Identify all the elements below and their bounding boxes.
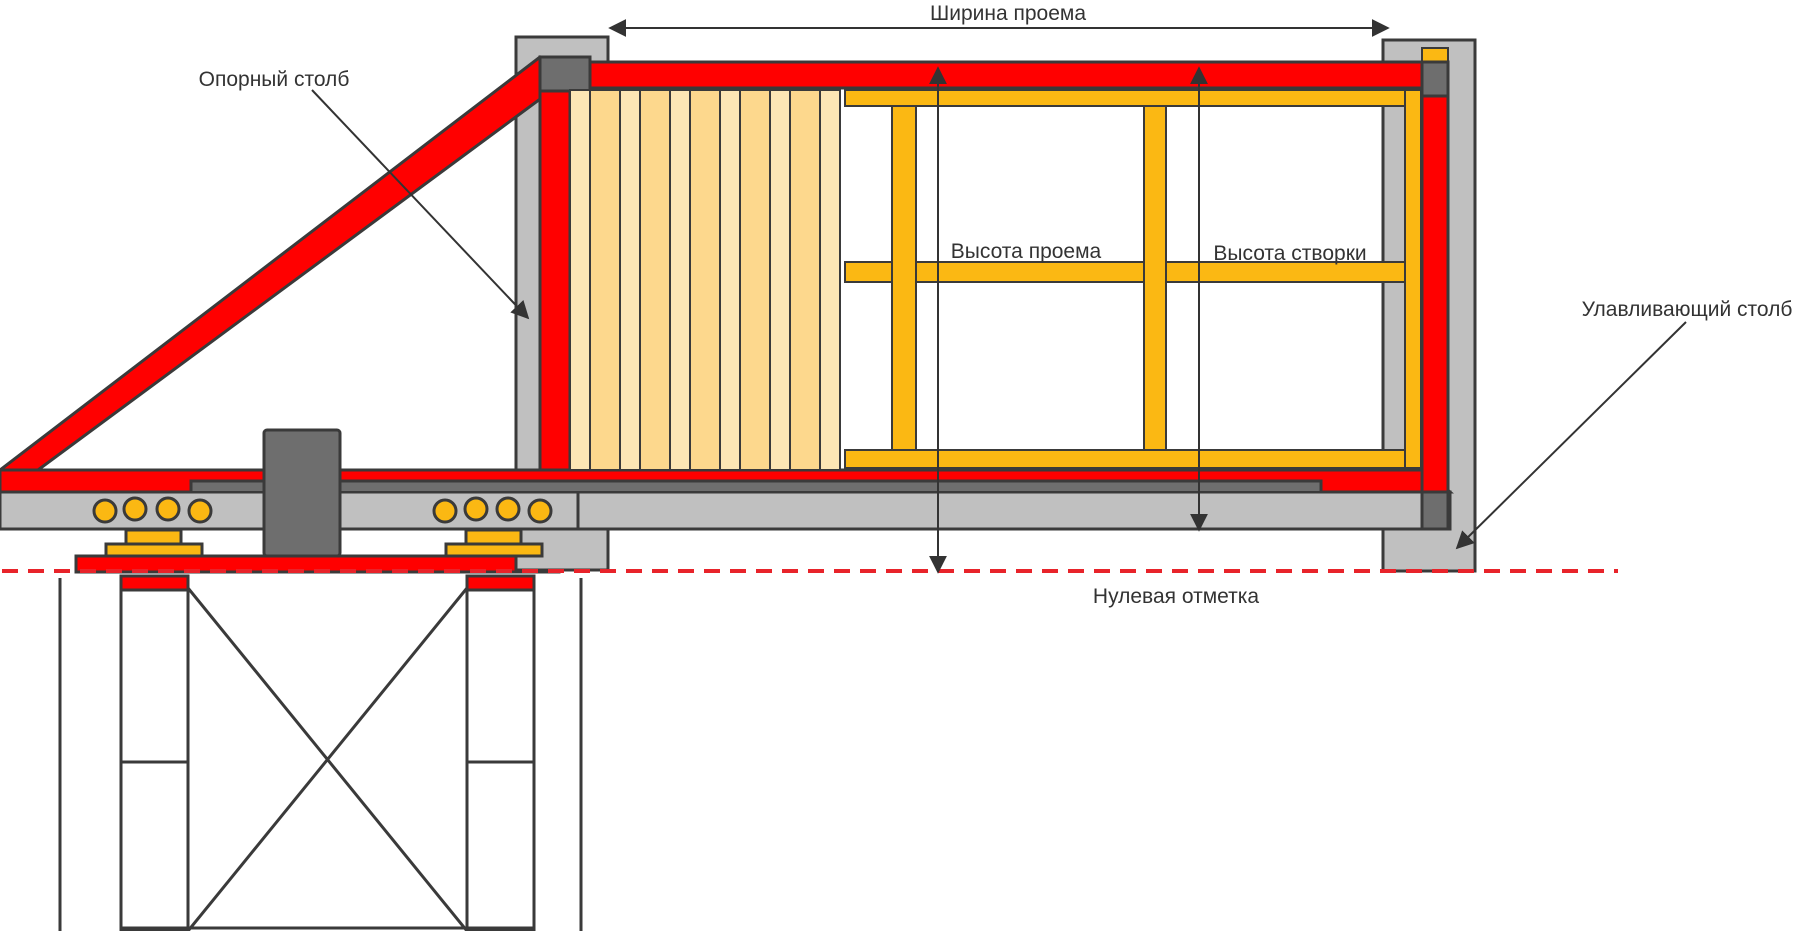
left-frame-post [538,86,572,472]
rollers-left [92,496,213,524]
top-frame-bar [538,60,1424,90]
right-top-cap [1421,47,1449,63]
foundation-cap-left [119,574,190,592]
label-catcher-post: Улавливающий столб [1582,298,1793,321]
drive-motor [262,428,342,558]
yellow-inner-frame [844,89,1422,469]
bottom-right-corner-block [1420,490,1450,531]
diagonal-brace [0,55,573,472]
rollers-right [432,496,553,524]
label-zero-mark: Нулевая отметка [1093,585,1259,608]
label-opening-width: Ширина проема [930,2,1086,25]
catcher-post-leader [1455,321,1687,550]
foundation-cap-right [465,574,536,592]
top-left-corner-block [538,55,592,93]
right-frame-post [1420,60,1450,494]
beam-dark-strip [190,480,1322,493]
foundation-frame [58,578,583,931]
label-support-post: Опорный столб [199,68,350,91]
roller-carriage-right [444,528,544,558]
bottom-beam [0,490,1452,531]
top-right-corner-block [1420,60,1450,98]
support-post-leader [311,89,530,320]
roller-carriage-left [104,528,204,558]
sheathing-panels [569,89,841,471]
label-opening-height: Высота проема [951,240,1102,263]
label-leaf-height: Высота створки [1213,242,1366,265]
